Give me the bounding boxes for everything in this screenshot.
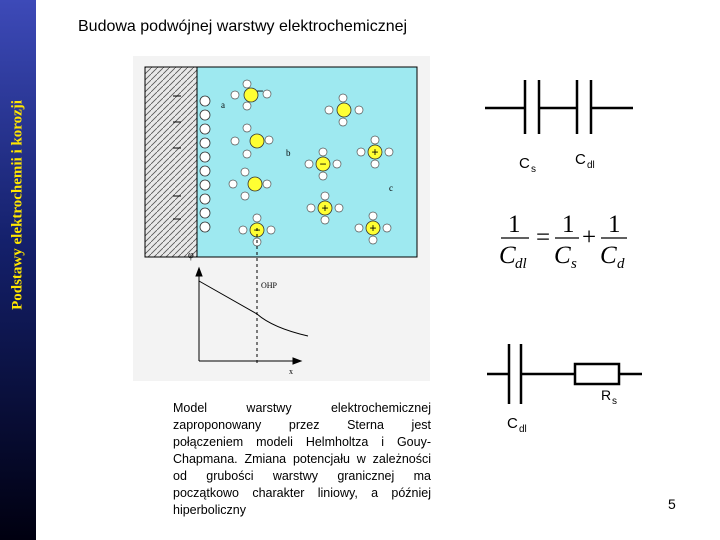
eq-numerator-1: 1 bbox=[508, 211, 521, 238]
svg-text:1: 1 bbox=[562, 211, 575, 238]
region-label-c: c bbox=[389, 183, 393, 193]
cap-s-sub: s bbox=[531, 164, 536, 175]
figure-caption: Model warstwy elektrochemicznej zapropon… bbox=[173, 401, 431, 517]
adsorbed-water-layer bbox=[199, 95, 211, 233]
rc-res-label: R bbox=[601, 387, 611, 403]
region-label-b: b bbox=[286, 148, 291, 158]
slide-title: Budowa podwójnej warstwy elektrochemiczn… bbox=[78, 18, 408, 35]
cap-dl-sub: dl bbox=[587, 160, 595, 171]
cap-s-label: C bbox=[519, 155, 530, 172]
sidebar: Podstawy elektrochemii i korozji bbox=[0, 0, 36, 540]
ion-sign: − bbox=[319, 157, 326, 171]
rc-cap-label: C bbox=[507, 415, 518, 432]
plot-x-symbol: x bbox=[289, 367, 293, 376]
sidebar-title: Podstawy elektrochemii i korozji bbox=[9, 100, 26, 310]
potential-plot bbox=[195, 266, 309, 365]
page-number: 5 bbox=[668, 496, 676, 512]
svg-text:1: 1 bbox=[608, 211, 621, 238]
svg-text:d: d bbox=[617, 256, 625, 272]
solvated-ions: − − − + + + bbox=[228, 79, 394, 247]
region-label-a: a bbox=[221, 100, 225, 110]
eq-c-dl: C bbox=[499, 242, 516, 269]
plot-y-symbol: φ bbox=[188, 250, 194, 261]
electrode-charges bbox=[173, 95, 181, 220]
ion-sign: + bbox=[369, 221, 376, 235]
rc-cap-sub: dl bbox=[519, 424, 527, 435]
svg-text:s: s bbox=[571, 256, 577, 272]
rc-res-sub: s bbox=[612, 396, 617, 407]
eq-plus: + bbox=[582, 224, 596, 251]
eq-equals: = bbox=[536, 224, 550, 251]
ion-sign: + bbox=[371, 145, 378, 159]
eq-c-s: C bbox=[554, 242, 571, 269]
eq-c-d: C bbox=[600, 242, 617, 269]
series-capacitor-circuit: C s C dl bbox=[485, 80, 633, 175]
electrode bbox=[144, 66, 198, 258]
ion-sign: − bbox=[256, 84, 263, 98]
ion-sign: + bbox=[321, 201, 328, 215]
ohp-label: OHP bbox=[261, 281, 278, 290]
capacitance-equation: 1 C dl = 1 C s + 1 C d bbox=[499, 211, 627, 272]
double-layer-figure: − − − + + + a b c φ x OHP bbox=[133, 56, 430, 381]
rc-circuit: C dl R s bbox=[487, 344, 642, 435]
svg-text:dl: dl bbox=[515, 256, 527, 272]
cap-dl-label: C bbox=[575, 151, 586, 168]
